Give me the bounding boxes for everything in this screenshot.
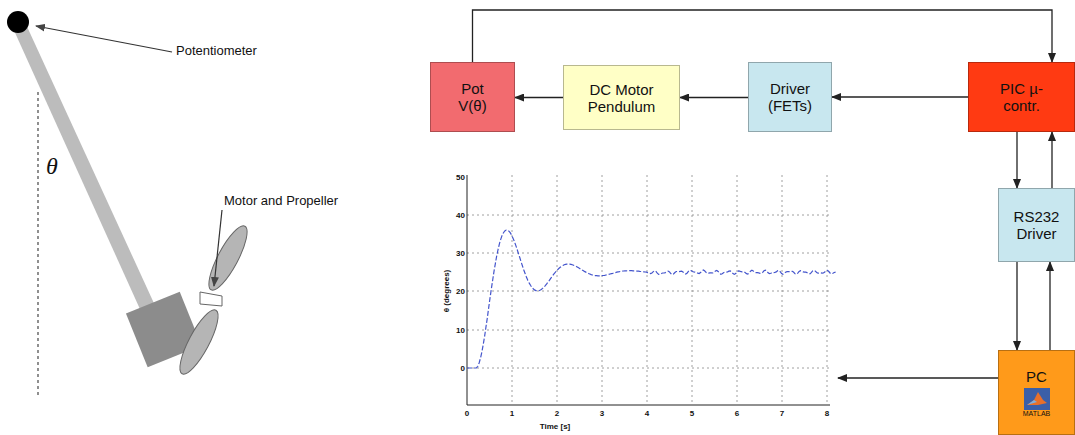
leader-line	[36, 26, 172, 52]
pendulum-rod	[12, 20, 158, 318]
block-label: DC Motor Pendulum	[582, 81, 662, 115]
signal-arrow	[1016, 132, 1017, 188]
signal-arrow	[473, 10, 1053, 62]
signal-arrow	[515, 97, 563, 98]
tick-label: 1	[510, 409, 514, 418]
block-box: Pot V(θ)	[430, 62, 515, 132]
propeller	[173, 222, 253, 379]
tick-label: 30	[456, 249, 465, 258]
tick-label: 8	[825, 409, 829, 418]
angle-symbol: θ	[46, 152, 58, 180]
icon-caption: MATLAB	[1023, 410, 1051, 418]
callout-label: Motor and Propeller	[224, 193, 338, 208]
potentiometer-knob	[7, 11, 29, 33]
response-curve	[467, 230, 836, 368]
block-label: RS232 Driver	[1010, 208, 1064, 242]
tick-label: 40	[456, 211, 465, 220]
signal-arrow	[680, 97, 748, 98]
tick-label: 4	[645, 409, 649, 418]
tick-label: 20	[456, 287, 465, 296]
callout-label: Potentiometer	[176, 43, 257, 58]
block-label: Pot V(θ)	[453, 80, 493, 114]
block-box: DC Motor Pendulum	[563, 65, 680, 130]
tick-label: 3	[600, 409, 604, 418]
block-box: PIC µ-contr.	[968, 62, 1075, 132]
signal-arrow	[1016, 262, 1017, 350]
block-label: PC	[1026, 368, 1047, 385]
tick-label: 7	[780, 409, 784, 418]
block-box: RS232 Driver	[998, 188, 1075, 262]
signal-arrow	[832, 96, 968, 97]
block-label: PIC µ-contr.	[988, 80, 1056, 114]
axis-title: Time [s]	[540, 422, 571, 431]
matlab-icon: MATLAB	[1023, 388, 1051, 418]
axis-title: θ (degrees)	[442, 270, 451, 313]
grid	[467, 175, 830, 405]
y-axis	[467, 175, 468, 405]
output-arrow	[838, 377, 998, 378]
matlab-logo	[1024, 388, 1050, 410]
tick-label: 0	[461, 364, 465, 373]
block-box: PC MATLAB	[998, 350, 1075, 435]
tick-label: 2	[555, 409, 559, 418]
vertical-reference	[37, 92, 38, 395]
block-box: Driver (FETs)	[748, 62, 832, 132]
x-axis	[467, 405, 830, 406]
leader-line	[214, 210, 222, 286]
tick-label: 50	[456, 173, 465, 182]
tick-label: 5	[690, 409, 694, 418]
tick-label: 10	[456, 326, 465, 335]
signal-arrow	[1051, 132, 1052, 188]
tick-label: 6	[735, 409, 739, 418]
signal-arrow	[1049, 262, 1050, 350]
tick-label: 0	[465, 409, 469, 418]
block-label: Driver (FETs)	[762, 80, 818, 114]
